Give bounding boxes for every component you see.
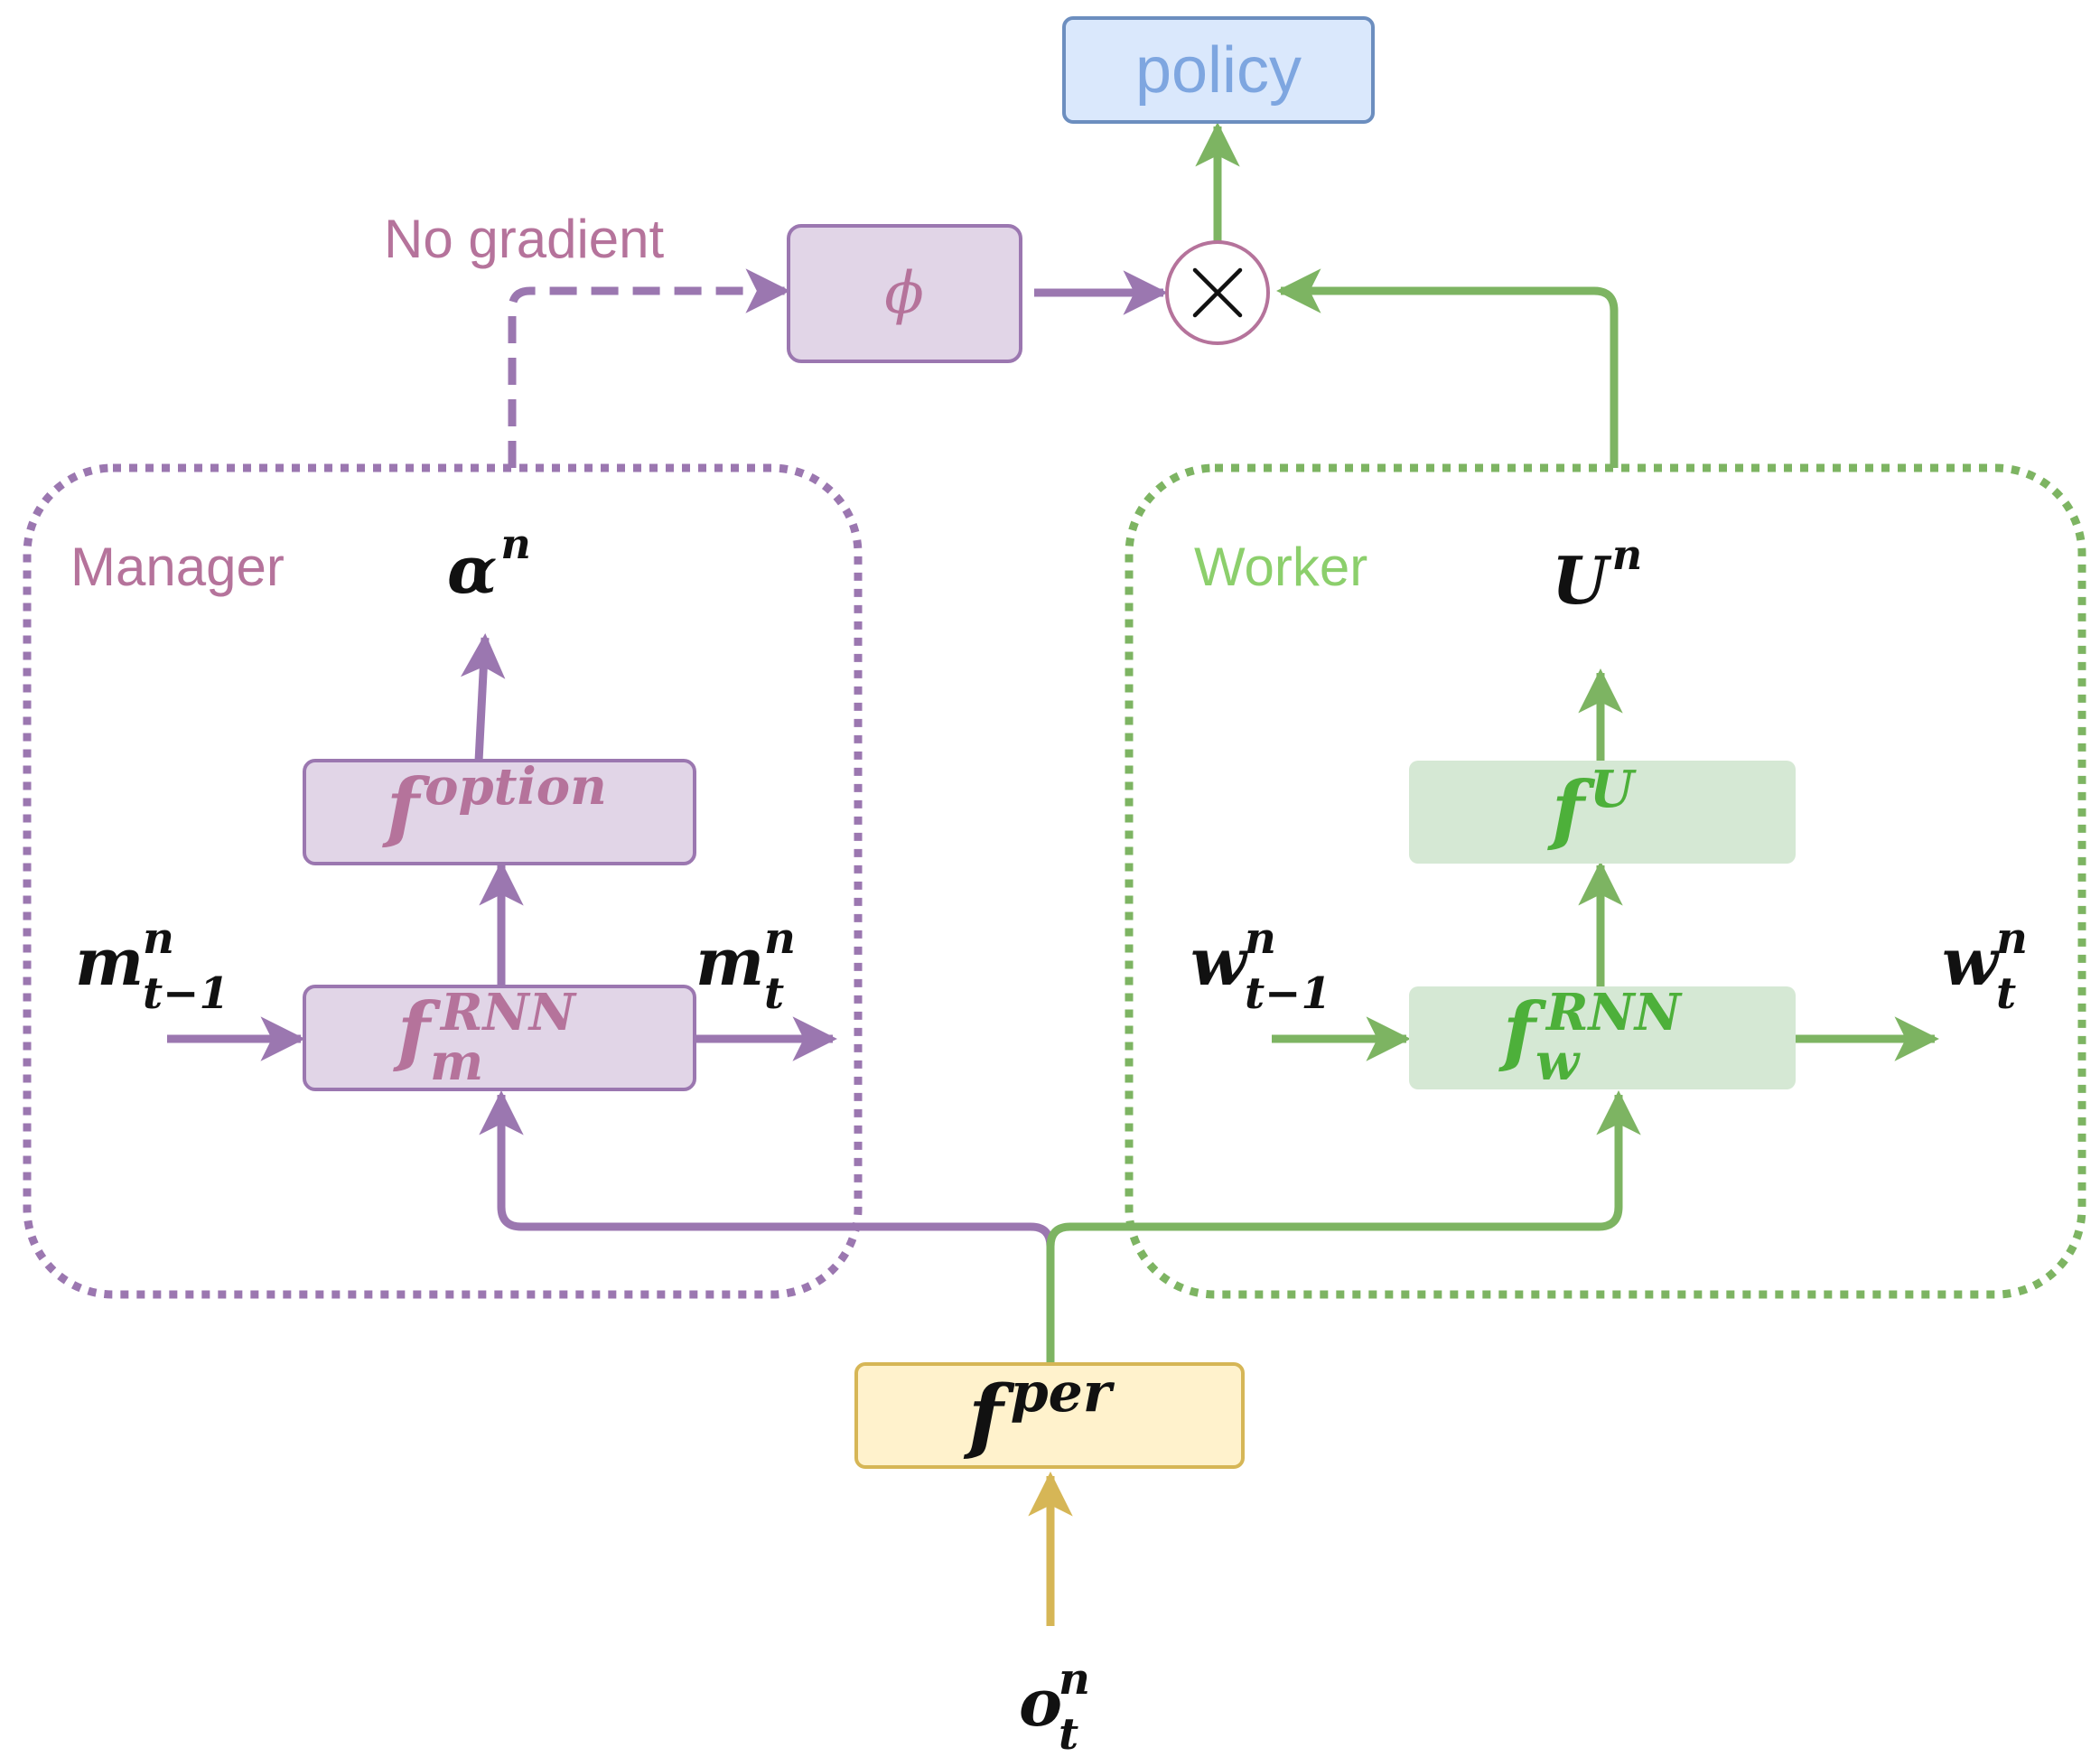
manager-title: Manager xyxy=(70,537,285,597)
worker-to-multiply-arrow xyxy=(1276,268,1619,468)
no-gradient-arrow xyxy=(508,268,790,468)
perception-to-worker-arrow xyxy=(1046,1090,1641,1364)
manager-group xyxy=(23,463,863,1299)
cross-icon xyxy=(1192,267,1243,318)
policy-label: policy xyxy=(1135,34,1302,107)
multiply-node xyxy=(1165,240,1270,345)
worker-title: Worker xyxy=(1194,537,1367,597)
worker-group xyxy=(1125,463,2086,1299)
worker-output-u: Un xyxy=(1552,530,1642,619)
phi-label: ϕ xyxy=(884,260,924,327)
manager-option-to-alpha-arrow xyxy=(461,633,506,780)
policy-node: policy xyxy=(1062,16,1375,124)
phi-node: ϕ xyxy=(787,224,1022,363)
no-gradient-label: No gradient xyxy=(384,209,665,269)
manager-output-alpha: αn xyxy=(447,519,531,608)
perception-to-manager-arrow xyxy=(479,1090,1055,1364)
